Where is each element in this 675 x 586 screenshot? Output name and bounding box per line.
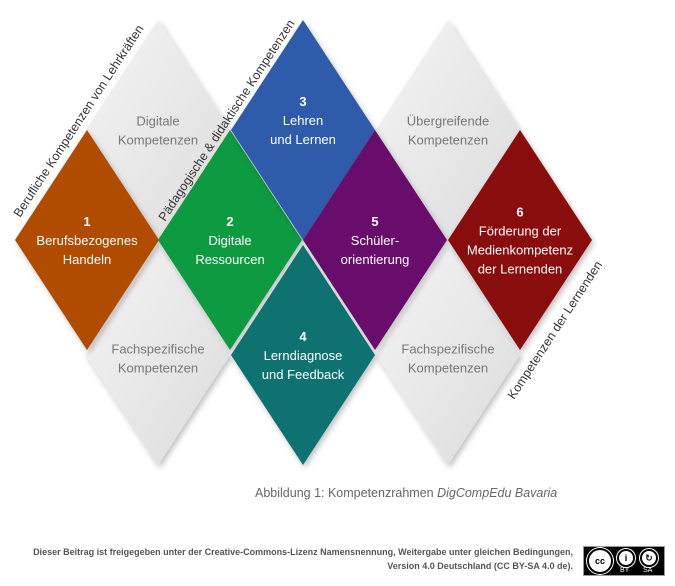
- diamond-number: 1: [83, 214, 90, 229]
- sa-label: SA: [643, 567, 653, 574]
- caption-prefix: Abbildung 1: Kompetenzrahmen: [255, 486, 438, 500]
- diamond-number: 5: [371, 214, 378, 229]
- diamond-label-line: orientierung: [341, 252, 410, 267]
- diamond-number: 6: [516, 205, 523, 220]
- grey-diamond: [376, 245, 520, 465]
- competence-area-4: [231, 245, 375, 465]
- diamond-number: 3: [299, 94, 306, 109]
- competence-area-5: [303, 130, 447, 350]
- diamond-label-line: Fachspezifische: [401, 342, 494, 357]
- share-alike-icon: ↻: [640, 549, 658, 567]
- diamond-label-line: Kompetenzen: [118, 133, 198, 148]
- by-label: BY: [620, 567, 630, 574]
- diamond-label-line: Digitale: [136, 114, 179, 129]
- diamond-diagram: DigitaleKompetenzenÜbergreifendeKompeten…: [11, 17, 605, 465]
- diamond-number: 2: [226, 214, 233, 229]
- license-line-1: Dieser Beitrag ist freigegeben unter der…: [33, 547, 573, 557]
- diamond-label-line: der Lernenden: [478, 262, 563, 277]
- figure-caption: Abbildung 1: Kompetenzrahmen DigCompEdu …: [255, 486, 557, 500]
- diamond-number: 4: [299, 329, 307, 344]
- diamond-label-line: Übergreifende: [407, 114, 489, 129]
- diamond-label-line: Lehren: [283, 113, 323, 128]
- license-line-2: Version 4.0 Deutschland (CC BY-SA 4.0 de…: [387, 561, 573, 571]
- caption-title: DigCompEdu Bavaria: [437, 486, 558, 500]
- diamond-label-line: Kompetenzen: [118, 361, 198, 376]
- competence-area-1: [15, 130, 159, 350]
- diamond-label-line: und Lernen: [270, 132, 336, 147]
- diamond-label-line: Lerndiagnose: [264, 348, 343, 363]
- diamond-label-line: Berufsbezogenes: [36, 233, 138, 248]
- cc-by-sa-badge[interactable]: cc i ↻ BY SA: [583, 546, 665, 576]
- diamond-label-line: und Feedback: [262, 367, 345, 382]
- diamond-label-line: Kompetenzen: [408, 133, 488, 148]
- diamond-label-line: Schüler-: [351, 233, 399, 248]
- diamond-label-line: Medienkompetenz: [467, 243, 573, 258]
- grey-diamond: [86, 245, 230, 465]
- diamond-label-line: Ressourcen: [195, 252, 264, 267]
- diamond-label-line: Kompetenzen: [408, 361, 488, 376]
- diamond-label-line: Fachspezifische: [111, 342, 204, 357]
- license-text: Dieser Beitrag ist freigegeben unter der…: [13, 545, 573, 573]
- diamond-label-line: Handeln: [63, 252, 111, 267]
- diamond-label-line: Förderung der: [479, 224, 562, 239]
- diamond-label-line: Digitale: [208, 233, 251, 248]
- attribution-icon: i: [617, 549, 635, 567]
- competence-area-2: [158, 130, 302, 350]
- cc-icon: cc: [587, 548, 613, 574]
- competence-area-6: [448, 130, 592, 350]
